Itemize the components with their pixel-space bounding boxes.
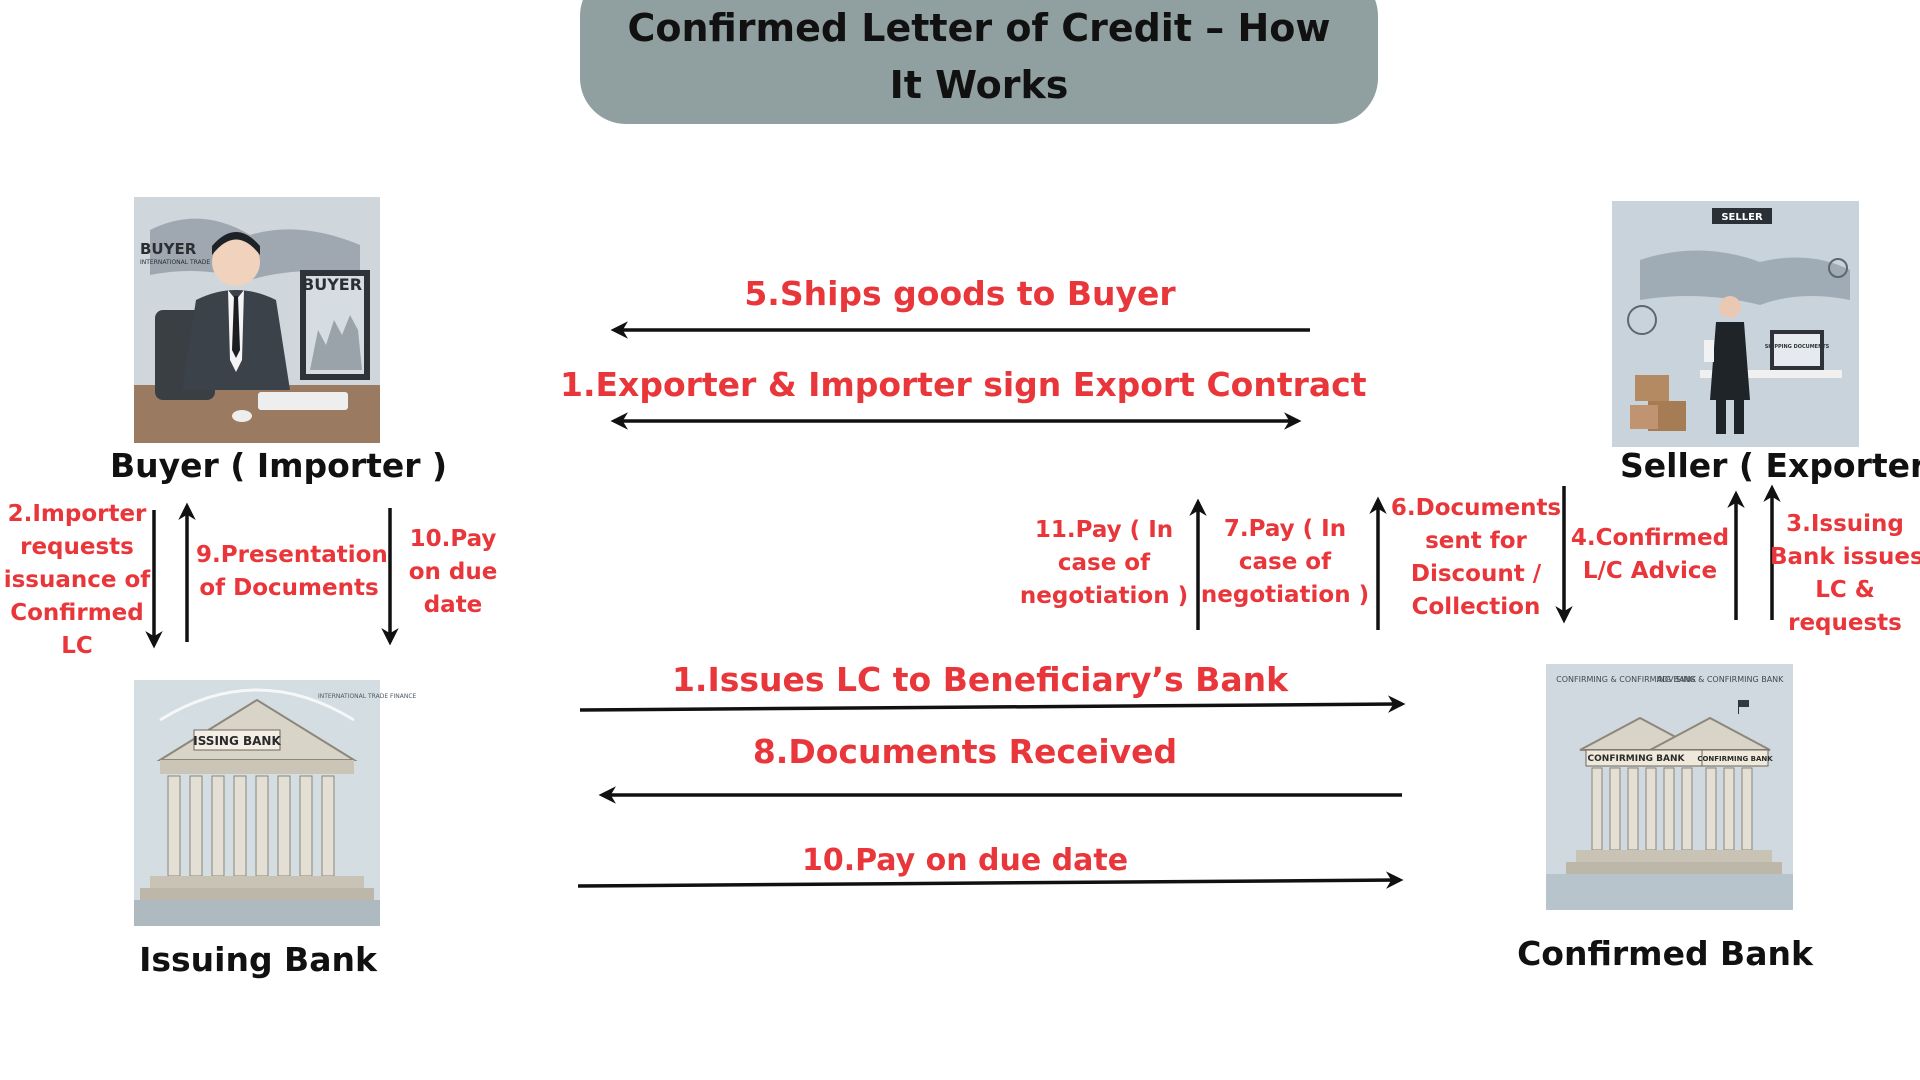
step-importer-requests-line-4: Confirmed (10, 600, 144, 626)
issuing-bank-badge-2: INTERNATIONAL TRADE FINANCE (318, 693, 417, 700)
step-presentation-line-2: of Documents (199, 575, 379, 601)
page-title: Confirmed Letter of Credit – How It Work… (627, 6, 1331, 107)
step-pay-7-line-1: 7.Pay ( In (1223, 516, 1347, 542)
step-ships-goods: 5.Ships goods to Buyer (744, 274, 1176, 313)
step-confirmed-advice: 4.Confirmed L/C Advice (1570, 522, 1730, 588)
step-documents-received: 8.Documents Received (752, 732, 1178, 771)
step-export-contract: 1.Exporter & Importer sign Export Contra… (560, 365, 1367, 404)
step-pay-due-left-line-3: date (423, 592, 483, 618)
buyer-badge-2: INTERNATIONAL TRADE (140, 259, 210, 266)
step-pay-due-bottom: 10.Pay on due date (801, 843, 1129, 878)
step-documents-sent-line-4: Collection (1411, 594, 1541, 620)
step-importer-requests-line-2: requests (20, 534, 134, 560)
step-pay-11-line-2: case of (1057, 550, 1151, 576)
confirmed-bank-badge-3: CONFIRMING & CONFIRMING BANK (1556, 675, 1696, 684)
step-pay-7-line-3: negotiation ) (1200, 582, 1370, 608)
step-issuing-issues-line-2: Bank issues (1770, 544, 1920, 570)
step-pay-due-left-line-1: 10.Pay (409, 526, 497, 552)
step-importer-requests-line-3: issuance of (3, 567, 151, 593)
seller-label: Seller ( Exporter ) (1620, 446, 1920, 485)
step-pay-11-line-3: negotiation ) (1019, 583, 1189, 609)
step-issues-lc: 1.Issues LC to Beneficiary’s Bank (671, 660, 1289, 699)
issuing-bank-label: Issuing Bank (139, 940, 377, 979)
issuing-bank-badge-1: ISSING BANK (193, 734, 281, 748)
step-confirmed-advice-line-2: L/C Advice (1582, 558, 1718, 584)
step-pay-due-left-line-2: on due (408, 559, 498, 585)
step-issuing-issues-line-3: LC & (1815, 577, 1875, 603)
step-importer-requests-line-1: 2.Importer (7, 501, 147, 527)
arrow-pay-due-bottom (577, 871, 1404, 889)
step-documents-sent: 6.Documents sent for Discount / Collecti… (1388, 492, 1564, 624)
confirmed-bank-label: Confirmed Bank (1517, 934, 1813, 973)
buyer-badge-3: BUYER (302, 275, 362, 294)
buyer-label: Buyer ( Importer ) (110, 446, 448, 485)
issuing-bank-illustration: ISSING BANK INTERNATIONAL TRADE FINANCE (134, 680, 417, 926)
confirmed-bank-illustration: CONFIRMING & CONFIRMING BANK ADVISING & … (1546, 664, 1793, 910)
step-presentation-line-1: 9.Presentation (196, 542, 388, 568)
step-confirmed-advice-line-1: 4.Confirmed (1570, 525, 1730, 551)
step-pay-11-line-1: 11.Pay ( In (1034, 517, 1174, 543)
step-pay-11: 11.Pay ( In case of negotiation ) (1018, 514, 1190, 613)
confirmed-bank-badge-2: CONFIRMING BANK (1697, 755, 1773, 763)
step-documents-sent-line-1: 6.Documents (1390, 495, 1562, 521)
confirmed-bank-badge-4: ADVISING & CONFIRMING BANK (1657, 675, 1785, 684)
step-pay-7: 7.Pay ( In case of negotiation ) (1198, 513, 1372, 612)
buyer-illustration: BUYER INTERNATIONAL TRADE BUYER (134, 197, 380, 443)
seller-illustration: SELLER SHIPPING DOCUMENTS (1612, 201, 1859, 447)
arrow-issues-lc (579, 695, 1406, 713)
confirmed-bank-badge-1: CONFIRMING BANK (1588, 754, 1686, 764)
step-issuing-issues-line-4: requests (1788, 610, 1902, 636)
buyer-badge-1: BUYER (140, 240, 197, 258)
step-pay-7-line-2: case of (1238, 549, 1332, 575)
step-importer-requests-line-5: LC (61, 633, 93, 659)
step-pay-due-left: 10.Pay on due date (400, 523, 506, 622)
seller-badge-2: SHIPPING DOCUMENTS (1765, 344, 1830, 350)
step-documents-sent-line-3: Discount / (1410, 561, 1542, 587)
step-issuing-issues: 3.Issuing Bank issues LC & requests (1770, 508, 1920, 640)
step-importer-requests: 2.Importer requests issuance of Confirme… (0, 498, 154, 663)
seller-badge-1: SELLER (1721, 212, 1763, 223)
step-presentation: 9.Presentation of Documents (196, 539, 388, 605)
title-banner: Confirmed Letter of Credit – How It Work… (580, 0, 1378, 124)
step-documents-sent-line-2: sent for (1425, 528, 1527, 554)
step-issuing-issues-line-1: 3.Issuing (1786, 511, 1904, 537)
